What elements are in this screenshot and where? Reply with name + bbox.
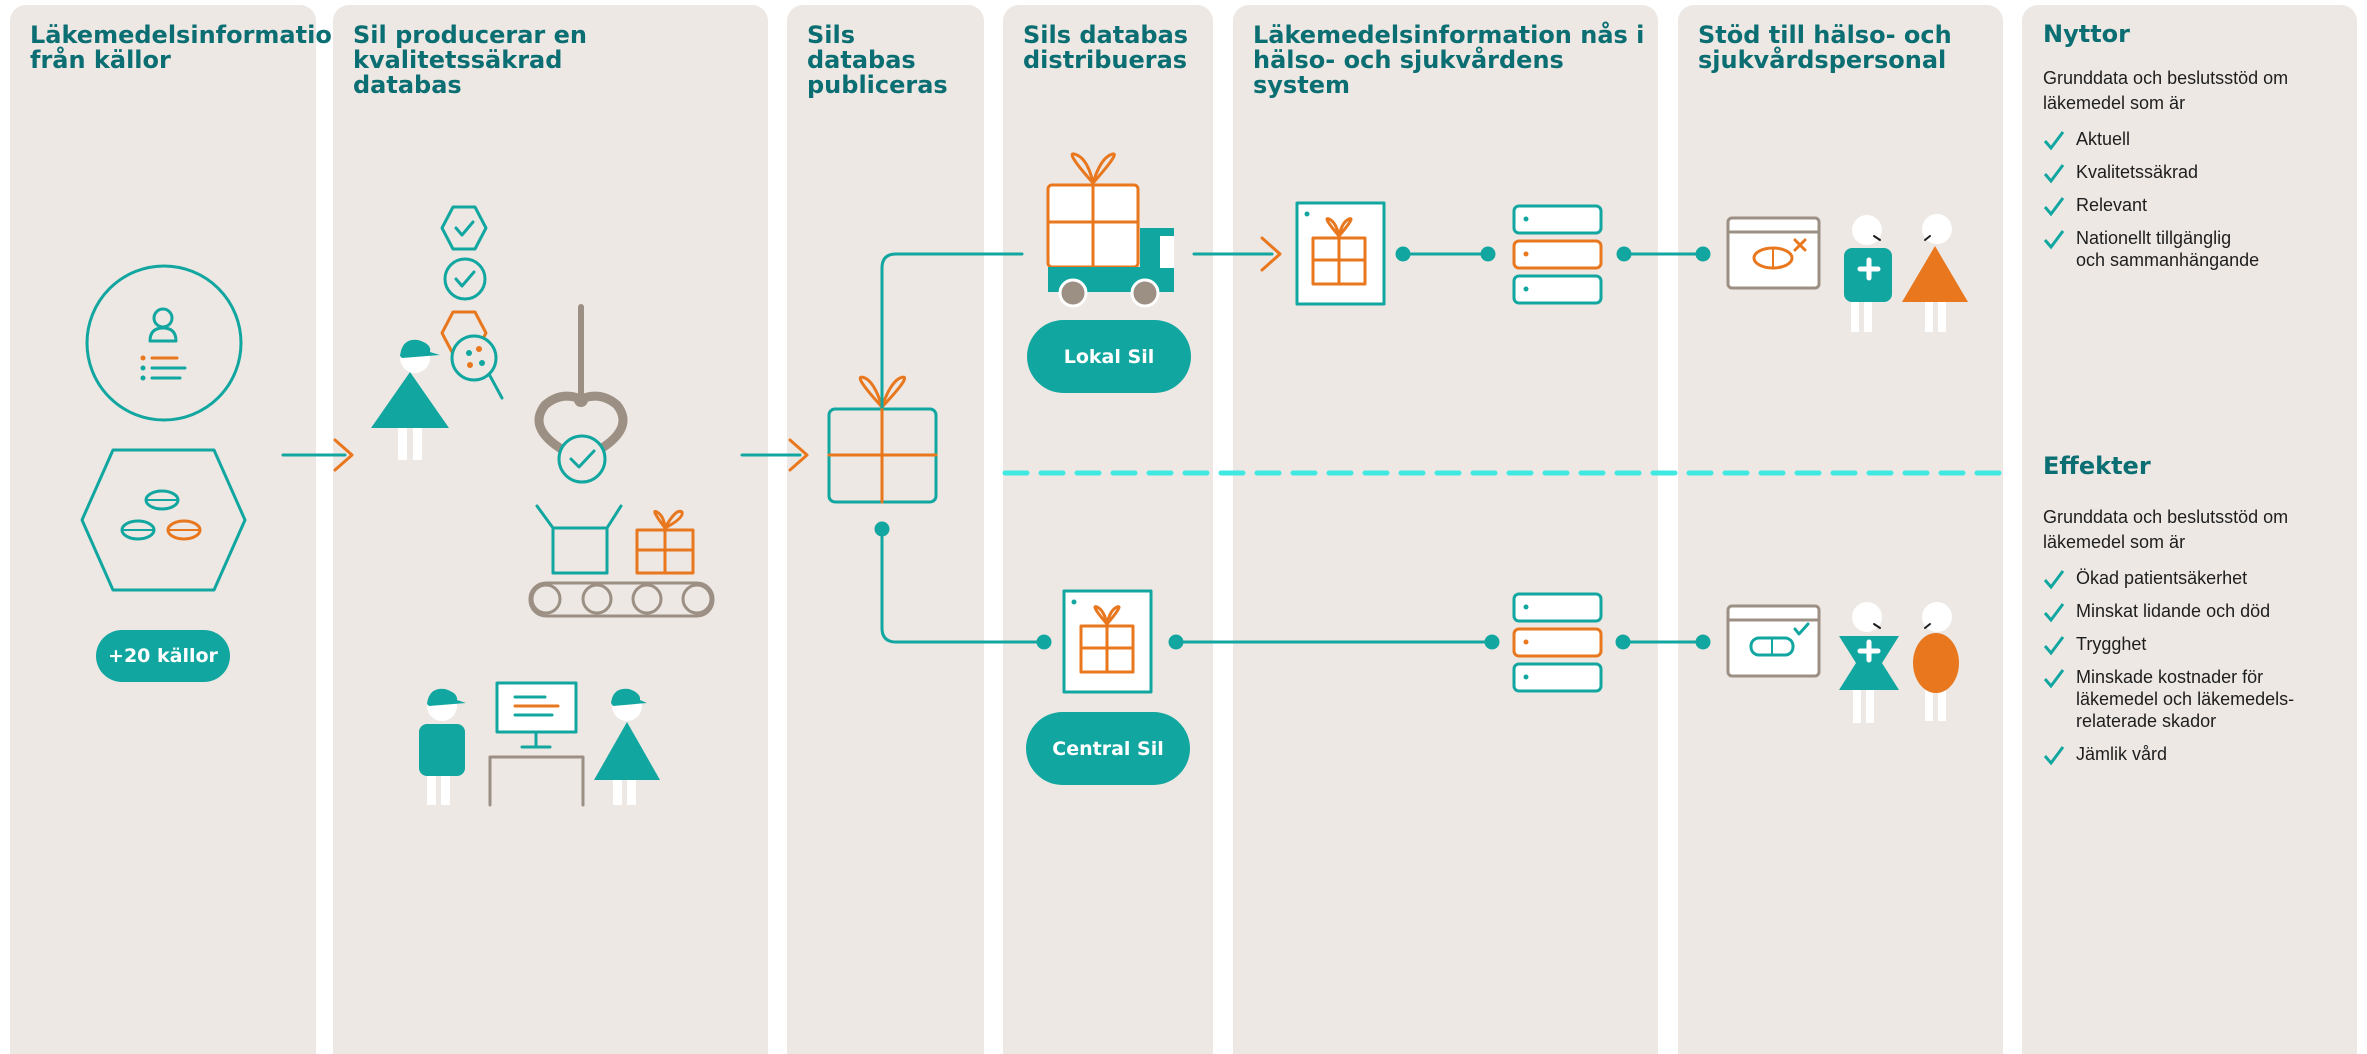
list-item: Minskat lidande och död xyxy=(2043,600,2343,623)
robot-claw-icon xyxy=(534,304,628,484)
list-item: Aktuell xyxy=(2043,128,2343,151)
list-item: Nationellt tillgänglig och sammanhängand… xyxy=(2043,227,2343,271)
nyttor-list: Aktuell Kvalitetssäkrad Relevant Natione… xyxy=(2043,128,2343,282)
central-sil-badge: Central Sil xyxy=(1026,712,1190,785)
connector-lines xyxy=(1168,246,1711,650)
column-producerar: Sil producerar en kvalitetssäkrad databa… xyxy=(333,5,768,1054)
delivery-truck-icon xyxy=(1046,152,1174,308)
workers-computer-icon xyxy=(419,681,660,807)
server-stack-icon-bottom xyxy=(1512,592,1603,693)
column-distribueras: Sils databas distribueras xyxy=(1003,5,1213,1054)
list-item: Kvalitetssäkrad xyxy=(2043,161,2343,184)
column-title-stod: Stöd till hälso- och sjukvårdspersonal xyxy=(1698,21,1952,74)
sources-badge: +20 källor xyxy=(96,630,230,682)
lokal-sil-badge: Lokal Sil xyxy=(1027,320,1191,393)
check-icon xyxy=(2043,603,2065,623)
check-icon xyxy=(2043,669,2065,689)
effekter-item-label: Minskade kostnader för läkemedel och läk… xyxy=(2076,667,2295,731)
check-icon xyxy=(2043,636,2065,656)
inspector-person-icon xyxy=(371,334,504,460)
column-title-producerar: Sil producerar en kvalitetssäkrad databa… xyxy=(353,21,587,99)
check-icon xyxy=(2043,230,2065,250)
pill-window-icon-top xyxy=(1726,216,1821,290)
local-gift-card-icon xyxy=(1295,201,1386,306)
pills-hexagon-icon xyxy=(80,448,247,592)
column-title-kallor: Läkemedelsinformation från källor xyxy=(30,21,349,74)
effekter-item-label: Minskat lidande och död xyxy=(2076,601,2271,621)
arrow-3 xyxy=(1192,236,1282,272)
column-stod: Stöd till hälso- och sjukvårdspersonal xyxy=(1678,5,2003,1054)
healthcare-staff-icon-top xyxy=(1844,214,1968,332)
server-stack-icon-top xyxy=(1512,204,1603,305)
nyttor-item-label: Relevant xyxy=(2076,195,2148,215)
list-item: Minskade kostnader för läkemedel och läk… xyxy=(2043,666,2343,732)
effekter-item-label: Trygghet xyxy=(2076,634,2147,654)
healthcare-staff-icon-bottom xyxy=(1839,602,1959,723)
column-system: Läkemedelsinformation nås i hälso- och s… xyxy=(1233,5,1658,1054)
list-item: Jämlik vård xyxy=(2043,743,2343,766)
effekter-title: Effekter xyxy=(2043,452,2151,480)
distribution-lines xyxy=(874,252,1052,650)
nyttor-item-label: Nationellt tillgänglig och sammanhängand… xyxy=(2076,228,2260,270)
nyttor-item-label: Aktuell xyxy=(2076,129,2131,149)
check-icon xyxy=(2043,570,2065,590)
published-gift-icon xyxy=(827,375,938,504)
column-kallor: Läkemedelsinformation från källor xyxy=(10,5,349,1054)
check-badges-icon xyxy=(440,205,488,356)
check-icon xyxy=(2043,197,2065,217)
arrow-2 xyxy=(740,438,809,472)
check-icon xyxy=(2043,164,2065,184)
nyttor-item-label: Kvalitetssäkrad xyxy=(2076,162,2199,182)
list-item: Relevant xyxy=(2043,194,2343,217)
list-item: Trygghet xyxy=(2043,633,2343,656)
effekter-list: Ökad patientsäkerhet Minskat lidande och… xyxy=(2043,567,2343,776)
conveyor-belt-icon xyxy=(528,504,715,618)
central-gift-card-icon xyxy=(1062,589,1153,694)
column-title-publiceras: Sils databas publiceras xyxy=(807,21,948,99)
person-list-icon xyxy=(85,264,243,422)
check-icon xyxy=(2043,131,2065,151)
column-title-distribueras: Sils databas distribueras xyxy=(1023,21,1189,74)
nyttor-intro: Grunddata och beslutsstöd om läkemedel s… xyxy=(2043,68,2289,113)
arrow-1 xyxy=(281,438,354,472)
column-title-system: Läkemedelsinformation nås i hälso- och s… xyxy=(1253,21,1645,99)
check-icon xyxy=(2043,746,2065,766)
pill-window-icon-bottom xyxy=(1726,604,1821,678)
column-outcomes xyxy=(2022,5,2357,1054)
effekter-item-label: Ökad patientsäkerhet xyxy=(2076,568,2248,588)
nyttor-title: Nyttor xyxy=(2043,20,2130,48)
effekter-item-label: Jämlik vård xyxy=(2076,744,2168,764)
list-item: Ökad patientsäkerhet xyxy=(2043,567,2343,590)
effekter-intro: Grunddata och beslutsstöd om läkemedel s… xyxy=(2043,507,2289,552)
